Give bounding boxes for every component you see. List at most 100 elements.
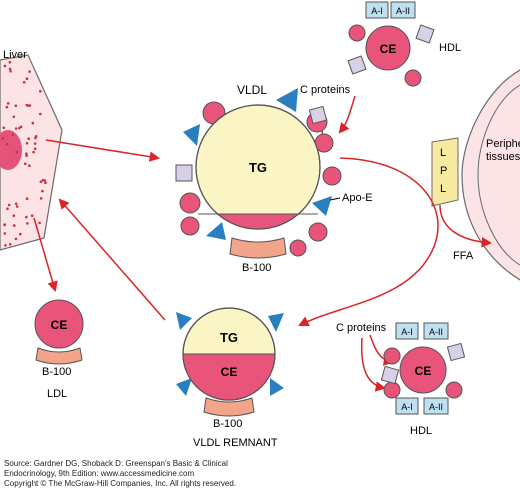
c-proteins-top-label: C proteins (300, 84, 351, 96)
liver-granule (5, 105, 9, 109)
liver-granule (32, 150, 35, 154)
hdl-core-label: CE (415, 364, 432, 378)
liver-nucleus (0, 130, 22, 170)
arrow-liver-to-vldl (45, 139, 161, 162)
apo-ai-box (395, 397, 419, 415)
ldl-b100-label: B-100 (42, 366, 72, 378)
liver-granule (38, 221, 41, 225)
apo-aii-box (423, 397, 449, 415)
liver-granule (3, 223, 6, 227)
lpl-label-l1: L (440, 147, 447, 159)
liver-granule (25, 142, 29, 145)
liver-granule (8, 60, 12, 64)
b100-apoprotein (229, 237, 287, 259)
liver-granule (1, 137, 5, 140)
lpl-label-p: P (440, 165, 448, 177)
apo-e-label: Apo-E (342, 192, 373, 204)
liver-granule (14, 237, 18, 241)
c-protein-circle (180, 216, 200, 236)
liver-granule (31, 121, 35, 125)
apo-e-triangle (206, 222, 226, 240)
copyright-line: Copyright © The McGraw-Hill Companies, I… (4, 479, 237, 488)
vldl-particle: TG (175, 88, 342, 259)
liver-granule (5, 142, 9, 146)
apo-aii-box (423, 322, 449, 340)
liver-granule (33, 142, 37, 145)
vldl-label: VLDL (237, 83, 268, 97)
source-line-2: Endocrinology, 9th Edition: www.accessme… (4, 469, 195, 478)
c-protein-circle (308, 222, 328, 242)
apo-aii-box (390, 1, 416, 19)
apo-e-square (347, 55, 367, 75)
peripheral-tissues-label-2: tissues (486, 151, 520, 163)
liver-granule (26, 104, 30, 107)
apo-aii-label: A-II (396, 6, 410, 16)
liver-granule (8, 243, 12, 246)
liver-granule (25, 197, 29, 200)
apo-e-triangle (176, 378, 192, 396)
apo-e-triangle (276, 88, 298, 112)
liver-cell (0, 54, 63, 251)
c-protein-circle (383, 347, 401, 365)
hdl-bottom-label: HDL (410, 425, 433, 437)
source-line-1: Source: Gardner DG, Shoback D: Greenspan… (4, 459, 228, 468)
apo-ai-label: A-I (371, 6, 383, 16)
liver-granules (1, 60, 47, 247)
liver-granule (9, 70, 12, 73)
liver-granule (27, 137, 31, 140)
liver-granule (19, 232, 22, 236)
liver-granule (12, 115, 16, 119)
apo-ai-box (395, 322, 419, 340)
pathway-arrows (33, 95, 493, 392)
liver-granule (39, 112, 42, 116)
apo-e-square (446, 342, 466, 362)
ldl-particle: CE (34, 299, 84, 365)
liver-granule (39, 180, 43, 183)
liver-granule (28, 70, 31, 73)
liver-granule (6, 102, 10, 105)
liver-granule (25, 77, 29, 80)
vldl-b100-label: B-100 (242, 262, 272, 274)
lpl-label-l2: L (440, 183, 447, 195)
liver-granule (41, 178, 45, 182)
liver-granule (15, 151, 19, 154)
liver-granule (25, 154, 28, 157)
remnant-ce-half (183, 354, 275, 400)
remnant-tg-label: TG (220, 330, 238, 345)
ldl-label: LDL (47, 388, 68, 400)
arrow-liver-to-ldl (33, 217, 58, 293)
c-protein-circle (445, 381, 463, 399)
c-protein-circle (383, 381, 401, 399)
apo-square (175, 164, 193, 182)
liver-granule (7, 203, 11, 207)
liver-granule (14, 202, 18, 206)
liver-granule (4, 244, 7, 247)
apo-e-square (415, 24, 435, 44)
remnant-b100-label: B-100 (213, 418, 243, 430)
hdl-core-label: CE (380, 42, 397, 56)
vldl-core-label: TG (249, 160, 267, 175)
apo-e-pointer (329, 197, 341, 201)
hdl-particle-bottom: A-I A-II A-I A-II CE (380, 322, 466, 415)
liver-granule (2, 126, 6, 130)
liver-granule (23, 162, 27, 166)
liver-granule (26, 222, 29, 225)
liver-granule (41, 189, 44, 193)
lpl-enzyme (431, 137, 459, 207)
ldl-core (34, 299, 84, 349)
hdl-core (399, 346, 447, 394)
liver-granule (13, 224, 16, 227)
liver-granule (44, 181, 47, 185)
liver-granule (11, 133, 15, 137)
arrow-hdl-to-vldl (338, 95, 356, 134)
apo-ai-label: A-I (401, 327, 413, 337)
ldl-core-label: CE (51, 318, 68, 332)
liver-granule (6, 207, 9, 210)
liver-granule (25, 215, 28, 219)
c-protein-circle (404, 69, 422, 87)
arrow-vldl-to-remnant (298, 157, 439, 326)
liver-granule (28, 164, 31, 167)
peripheral-tissues-label-1: Peripheral (486, 138, 520, 150)
arrow-c-proteins-to-hdl-2 (360, 337, 387, 392)
